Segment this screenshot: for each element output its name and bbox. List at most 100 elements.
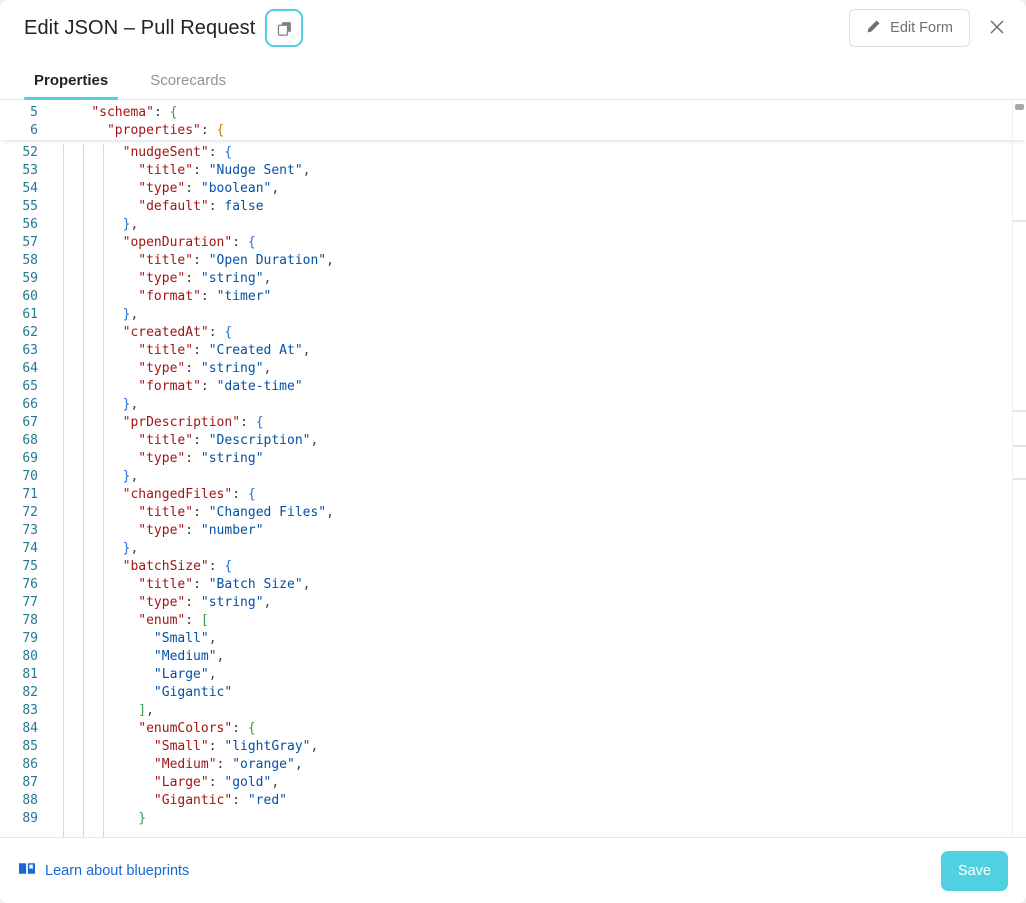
code-text[interactable]: },	[122, 469, 139, 484]
code-line: 80 "Medium",	[0, 648, 1026, 666]
code-line: 57 "openDuration": {	[0, 234, 1026, 252]
line-number: 73	[22, 523, 38, 538]
line-number: 58	[22, 253, 38, 268]
scrollbar-marks	[1013, 100, 1026, 837]
code-text[interactable]: },	[122, 307, 139, 322]
code-line: 83 ],	[0, 702, 1026, 720]
code-text[interactable]: "createdAt": {	[122, 325, 233, 340]
code-text[interactable]: "enum": [	[138, 613, 209, 628]
code-text[interactable]: "title": "Changed Files",	[138, 505, 334, 520]
code-text[interactable]: }	[138, 811, 147, 826]
tab-properties[interactable]: Properties	[24, 72, 119, 100]
code-text[interactable]: "default": false	[138, 199, 264, 214]
code-text[interactable]: "format": "date-time"	[138, 379, 303, 394]
line-number: 57	[22, 235, 38, 250]
line-number: 87	[22, 775, 38, 790]
line-number: 69	[22, 451, 38, 466]
code-lines: 52 "nudgeSent": {53 "title": "Nudge Sent…	[0, 144, 1026, 828]
close-icon	[989, 19, 1005, 38]
code-text[interactable]: },	[122, 541, 139, 556]
tab-bar: Properties Scorecards	[0, 56, 1026, 100]
modal-footer: Learn about blueprints Save	[0, 837, 1026, 903]
code-text[interactable]: "type": "number"	[138, 523, 264, 538]
learn-about-blueprints-link[interactable]: Learn about blueprints	[18, 861, 189, 881]
code-line: 55 "default": false	[0, 198, 1026, 216]
code-text[interactable]: "title": "Description",	[138, 433, 319, 448]
code-text[interactable]: "Large": "gold",	[153, 775, 280, 790]
line-number: 65	[22, 379, 38, 394]
scrollbar-thumb[interactable]	[1015, 104, 1024, 110]
code-text[interactable]: "prDescription": {	[122, 415, 264, 430]
learn-link-label: Learn about blueprints	[45, 862, 190, 879]
line-number: 82	[22, 685, 38, 700]
tab-scorecards[interactable]: Scorecards	[140, 72, 236, 100]
code-text[interactable]: "type": "string",	[138, 361, 272, 376]
code-scroll-area[interactable]: 52 "nudgeSent": {53 "title": "Nudge Sent…	[0, 100, 1026, 837]
code-line: 87 "Large": "gold",	[0, 774, 1026, 792]
code-text[interactable]: },	[122, 217, 139, 232]
line-number: 55	[22, 199, 38, 214]
line-number: 6	[30, 123, 38, 138]
line-number: 81	[22, 667, 38, 682]
code-line: 73 "type": "number"	[0, 522, 1026, 540]
code-line: 65 "format": "date-time"	[0, 378, 1026, 396]
code-text[interactable]: "title": "Nudge Sent",	[138, 163, 311, 178]
line-number: 80	[22, 649, 38, 664]
code-line: 59 "type": "string",	[0, 270, 1026, 288]
code-text[interactable]: },	[122, 397, 139, 412]
line-number: 84	[22, 721, 38, 736]
edit-form-label: Edit Form	[890, 20, 953, 36]
code-text[interactable]: "title": "Open Duration",	[138, 253, 334, 268]
line-number: 70	[22, 469, 38, 484]
code-text[interactable]: "changedFiles": {	[122, 487, 256, 502]
code-text[interactable]: "Medium": "orange",	[153, 757, 303, 772]
code-text[interactable]: "schema": {	[91, 105, 178, 120]
code-text[interactable]: "title": "Batch Size",	[138, 577, 311, 592]
code-text[interactable]: "enumColors": {	[138, 721, 256, 736]
code-text[interactable]: "title": "Created At",	[138, 343, 311, 358]
editor-vertical-scrollbar[interactable]	[1012, 100, 1026, 837]
code-line: 56 },	[0, 216, 1026, 234]
line-number: 78	[22, 613, 38, 628]
code-text[interactable]: "openDuration": {	[122, 235, 256, 250]
code-text[interactable]: "type": "string",	[138, 595, 272, 610]
code-text[interactable]: "type": "boolean",	[138, 181, 280, 196]
code-line: 61 },	[0, 306, 1026, 324]
code-line: 86 "Medium": "orange",	[0, 756, 1026, 774]
line-number: 85	[22, 739, 38, 754]
code-text[interactable]: "Gigantic": "red"	[153, 793, 287, 808]
code-line: 71 "changedFiles": {	[0, 486, 1026, 504]
code-line: 84 "enumColors": {	[0, 720, 1026, 738]
code-line: 78 "enum": [	[0, 612, 1026, 630]
code-text[interactable]: "type": "string",	[138, 271, 272, 286]
save-button[interactable]: Save	[940, 850, 1008, 891]
modal-header: Edit JSON – Pull Request Edit Form	[0, 0, 1026, 56]
code-line: 67 "prDescription": {	[0, 414, 1026, 432]
code-line: 82 "Gigantic"	[0, 684, 1026, 702]
code-text[interactable]: "nudgeSent": {	[122, 145, 233, 160]
code-text[interactable]: "Medium",	[153, 649, 225, 664]
code-text[interactable]: "Gigantic"	[153, 685, 233, 700]
header-actions: Edit Form	[849, 9, 1010, 47]
code-line: 68 "title": "Description",	[0, 432, 1026, 450]
code-text[interactable]: "batchSize": {	[122, 559, 233, 574]
code-line: 69 "type": "string"	[0, 450, 1026, 468]
line-number: 62	[22, 325, 38, 340]
line-number: 64	[22, 361, 38, 376]
code-text[interactable]: "Small": "lightGray",	[153, 739, 319, 754]
code-text[interactable]: "type": "string"	[138, 451, 264, 466]
close-button[interactable]	[984, 15, 1010, 41]
book-icon	[18, 861, 36, 881]
copy-icon-button[interactable]	[265, 9, 304, 47]
code-text[interactable]: "properties": {	[106, 123, 225, 138]
json-code-editor[interactable]: 52 "nudgeSent": {53 "title": "Nudge Sent…	[0, 100, 1026, 837]
code-text[interactable]: "Small",	[153, 631, 217, 646]
line-number: 71	[22, 487, 38, 502]
code-text[interactable]: ],	[138, 703, 154, 718]
edit-form-button[interactable]: Edit Form	[849, 9, 970, 47]
code-text[interactable]: "Large",	[153, 667, 217, 682]
line-number: 89	[22, 811, 38, 826]
code-line: 54 "type": "boolean",	[0, 180, 1026, 198]
code-text[interactable]: "format": "timer"	[138, 289, 272, 304]
